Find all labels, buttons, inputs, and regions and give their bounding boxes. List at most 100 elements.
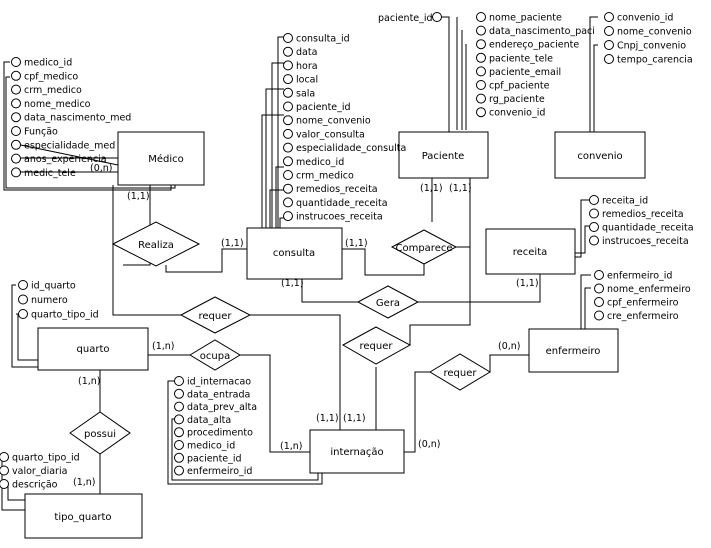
entity-consulta[interactable]: consulta bbox=[246, 227, 343, 280]
attribute-bullet bbox=[283, 60, 293, 71]
attribute-paciente-4[interactable]: paciente_email bbox=[489, 67, 561, 78]
relationship-realiza-label: Realiza bbox=[138, 240, 174, 251]
attribute-bullet bbox=[476, 107, 486, 118]
attribute-paciente-1[interactable]: data_nascimento_paci bbox=[489, 26, 595, 37]
attribute-consulta-4[interactable]: sala bbox=[296, 88, 315, 99]
attribute-paciente-3[interactable]: paciente_tele bbox=[489, 53, 553, 64]
attribute-receita-3[interactable]: instrucoes_receita bbox=[602, 236, 689, 247]
attribute-consulta-11[interactable]: remedios_receita bbox=[296, 184, 378, 195]
attribute-consulta-12[interactable]: quantidade_receita bbox=[296, 198, 388, 209]
attribute-consulta-6[interactable]: nome_convenio bbox=[296, 116, 371, 127]
paciente-key-attribute[interactable]: paciente_id bbox=[378, 13, 433, 24]
attribute-quarto-0[interactable]: id_quarto bbox=[31, 281, 76, 292]
attribute-tipo_quarto-0[interactable]: quarto_tipo_id bbox=[12, 453, 80, 464]
entity-tipo-quarto[interactable]: tipo_quarto bbox=[24, 493, 143, 539]
relationship-requer-top[interactable]: requer bbox=[179, 296, 252, 334]
attribute-tipo_quarto-1[interactable]: valor_diaria bbox=[12, 466, 67, 477]
attribute-medico-2[interactable]: crm_medico bbox=[24, 85, 82, 96]
attribute-receita-0[interactable]: receita_id bbox=[602, 196, 648, 207]
relationship-gera[interactable]: Gera bbox=[356, 285, 420, 319]
attribute-internacao-7[interactable]: enfermeiro_id bbox=[187, 466, 252, 477]
attribute-bullet bbox=[283, 156, 293, 167]
attribute-medico-7[interactable]: anos_experiencia bbox=[24, 154, 107, 165]
attribute-consulta-1[interactable]: data bbox=[296, 47, 317, 58]
attribute-paciente-7[interactable]: convenio_id bbox=[489, 108, 545, 119]
entity-receita[interactable]: receita bbox=[485, 228, 576, 275]
attribute-bullet bbox=[283, 183, 293, 194]
attribute-enfermeiro-3[interactable]: cre_enfermeiro bbox=[607, 311, 679, 322]
attribute-convenio-1[interactable]: nome_convenio bbox=[617, 27, 692, 38]
attribute-quarto-2[interactable]: quarto_tipo_id bbox=[31, 310, 99, 321]
attributes-tipo-quarto: quarto_tipo_id valor_diaria descrição bbox=[0, 452, 80, 491]
attribute-bullet bbox=[476, 66, 486, 77]
attribute-internacao-2[interactable]: data_prev_alta bbox=[187, 402, 257, 413]
attribute-consulta-5[interactable]: paciente_id bbox=[296, 102, 351, 113]
attribute-bullet bbox=[283, 74, 293, 85]
attribute-consulta-8[interactable]: especialidade_consulta bbox=[296, 143, 406, 154]
attribute-consulta-2[interactable]: hora bbox=[296, 61, 318, 72]
relationship-comparece[interactable]: Comparece bbox=[390, 229, 458, 265]
entity-quarto[interactable]: quarto bbox=[37, 327, 149, 371]
attribute-paciente-5[interactable]: cpf_paciente bbox=[489, 81, 550, 92]
attribute-medico-1[interactable]: cpf_medico bbox=[24, 71, 78, 82]
attribute-receita-2[interactable]: quantidade_receita bbox=[602, 223, 694, 234]
entity-internacao[interactable]: internação bbox=[309, 429, 405, 474]
attribute-convenio-2[interactable]: Cnpj_convenio bbox=[617, 41, 686, 52]
relationship-realiza[interactable]: Realiza bbox=[111, 221, 201, 267]
attribute-convenio-3[interactable]: tempo_carencia bbox=[617, 55, 693, 66]
attributes-enfermeiro: enfermeiro_id nome_enfermeiro cpf_enfermei… bbox=[594, 270, 691, 322]
attribute-medico-6[interactable]: especialidade_med bbox=[24, 140, 115, 151]
attribute-enfermeiro-1[interactable]: nome_enfermeiro bbox=[607, 284, 691, 295]
attribute-enfermeiro-0[interactable]: enfermeiro_id bbox=[607, 271, 672, 282]
card-consulta-gera: (1,1) bbox=[281, 278, 304, 289]
attribute-bullet bbox=[283, 128, 293, 139]
attribute-medico-5[interactable]: Função bbox=[24, 127, 58, 138]
attribute-paciente-0[interactable]: nome_paciente bbox=[489, 13, 562, 24]
attribute-bullet bbox=[604, 26, 614, 36]
attribute-medico-0[interactable]: medico_id bbox=[24, 58, 72, 69]
relationship-possui[interactable]: possui bbox=[69, 411, 131, 455]
attribute-consulta-9[interactable]: medico_id bbox=[296, 157, 344, 168]
attribute-internacao-5[interactable]: medico_id bbox=[187, 441, 235, 452]
attribute-consulta-7[interactable]: valor_consulta bbox=[296, 129, 365, 140]
attribute-bullet bbox=[594, 283, 604, 294]
relationship-requer-mid[interactable]: requer bbox=[341, 326, 412, 365]
attribute-consulta-10[interactable]: crm_medico bbox=[296, 171, 354, 182]
attribute-bullet bbox=[174, 401, 184, 412]
entity-convenio[interactable]: convenio bbox=[554, 131, 646, 179]
attribute-quarto-1[interactable]: numero bbox=[31, 295, 68, 306]
attributes-receita: receita_id remedios_receita quantidade_rec… bbox=[589, 195, 694, 247]
attribute-internacao-1[interactable]: data_entrada bbox=[187, 389, 250, 400]
attribute-paciente-2[interactable]: endereço_paciente bbox=[489, 40, 579, 51]
attribute-bullet bbox=[476, 12, 486, 22]
attribute-convenio-0[interactable]: convenio_id bbox=[617, 13, 673, 24]
relationship-gera-label: Gera bbox=[376, 298, 400, 309]
attribute-paciente-6[interactable]: rg_paciente bbox=[489, 94, 545, 105]
attribute-consulta-3[interactable]: local bbox=[296, 75, 318, 86]
attribute-consulta-0[interactable]: consulta_id bbox=[296, 34, 350, 45]
card-tipo-quarto-possui: (1,n) bbox=[73, 477, 96, 488]
attribute-internacao-3[interactable]: data_alta bbox=[187, 415, 231, 426]
attribute-medico-4[interactable]: data_nascimento_med bbox=[24, 113, 131, 124]
entity-medico[interactable]: Médico bbox=[117, 131, 205, 186]
attribute-enfermeiro-2[interactable]: cpf_enfermeiro bbox=[607, 298, 679, 309]
relationship-ocupa[interactable]: ocupa bbox=[189, 339, 241, 371]
relationship-requer-right[interactable]: requer bbox=[429, 353, 491, 391]
entity-paciente[interactable]: Paciente bbox=[398, 131, 489, 179]
attribute-bullet bbox=[283, 170, 293, 180]
attribute-tipo_quarto-2[interactable]: descrição bbox=[12, 480, 58, 491]
attribute-internacao-4[interactable]: procedimento bbox=[187, 428, 253, 439]
entity-enfermeiro[interactable]: enfermeiro bbox=[528, 328, 619, 373]
attribute-consulta-13[interactable]: instrucoes_receita bbox=[296, 212, 383, 223]
relationship-edges bbox=[99, 16, 541, 494]
attribute-receita-1[interactable]: remedios_receita bbox=[602, 209, 684, 220]
attribute-medico-8[interactable]: medic_tele bbox=[24, 168, 76, 179]
attribute-internacao-0[interactable]: id_internacao bbox=[187, 377, 251, 388]
attribute-bullet bbox=[476, 25, 486, 36]
attribute-medico-3[interactable]: nome_medico bbox=[24, 99, 91, 110]
attribute-internacao-6[interactable]: paciente_id bbox=[187, 453, 242, 464]
attribute-bullet bbox=[11, 57, 21, 67]
attribute-bullet bbox=[604, 54, 614, 64]
attribute-bullet bbox=[283, 197, 293, 208]
